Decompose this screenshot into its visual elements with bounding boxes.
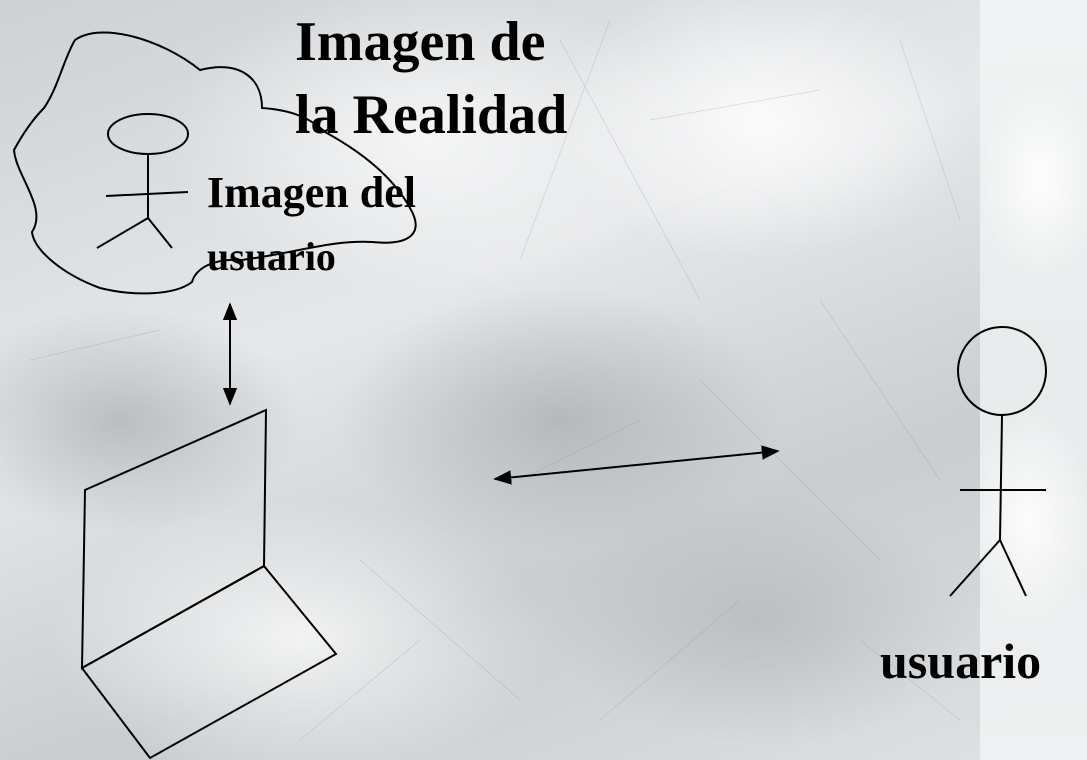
cloud-background [0, 0, 980, 760]
horizontal-double-arrow-icon [493, 445, 780, 485]
reality-image-title-line2: la Realidad [295, 84, 568, 146]
user-label: usuario [880, 633, 1042, 689]
user-figure-icon [949, 326, 1047, 597]
side-strip [980, 0, 1087, 760]
laptop-icon [80, 408, 338, 760]
reality-blob [12, 31, 417, 295]
user-image-figure-icon [96, 113, 189, 249]
user-image-label-line2: usuario [207, 234, 336, 279]
user-image-label-line1: Imagen del [207, 168, 416, 217]
reality-image-title-line1: Imagen de [295, 11, 546, 73]
